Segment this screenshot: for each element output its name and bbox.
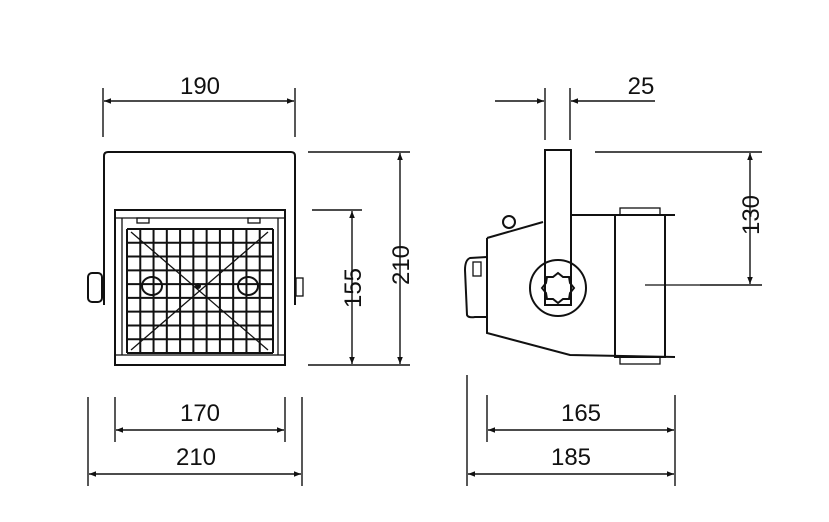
bolt-icon — [295, 277, 304, 297]
eyelet-icon — [502, 215, 516, 229]
dim-170: 170 — [180, 400, 220, 427]
side-housing — [486, 214, 676, 358]
adjustment-knob-icon — [87, 272, 103, 303]
side-dimensions: 25 130 165 185 — [466, 73, 765, 486]
front-dimensions: 190 210 155 170 210 — [87, 73, 415, 486]
front-view — [87, 151, 304, 366]
side-view — [463, 149, 700, 365]
lamp-center — [195, 283, 201, 289]
pivot-icon — [529, 259, 587, 317]
lamp-clip-right — [237, 276, 259, 296]
side-bracket-arm — [544, 149, 572, 306]
dim-165: 165 — [561, 400, 601, 427]
dim-210-height: 210 — [388, 245, 415, 285]
star-knob-icon — [540, 271, 576, 305]
dim-25: 25 — [628, 73, 655, 100]
dim-155: 155 — [340, 268, 367, 308]
lamp-clip-left — [141, 276, 163, 296]
mounting-bracket — [103, 151, 296, 305]
dim-185: 185 — [551, 444, 591, 471]
front-frame — [614, 214, 666, 358]
dim-130: 130 — [738, 195, 765, 235]
dim-190: 190 — [180, 73, 220, 100]
dim-210-width: 210 — [176, 444, 216, 471]
side-handle — [463, 256, 488, 319]
